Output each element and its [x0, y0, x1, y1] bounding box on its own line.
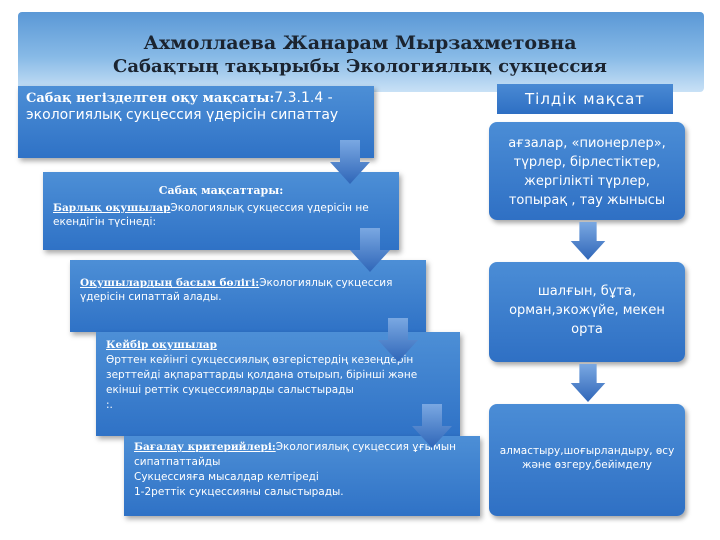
- all-students-text: Экологиялық сукцессия үдерісін не екенді…: [53, 202, 369, 228]
- all-students-line: Барлық оқушыларЭкологиялық сукцессия үде…: [53, 201, 389, 229]
- down-arrow-icon: [378, 318, 418, 362]
- assessment-criteria-box: Бағалау критерийлері:Экологиялық сукцесс…: [124, 436, 480, 516]
- down-arrow-icon: [570, 222, 606, 260]
- learning-objective-box: Сабақ негізделген оқу мақсаты:7.3.1.4 - …: [18, 86, 374, 158]
- lesson-objectives-heading: Сабақ мақсаттары:: [158, 184, 284, 197]
- title-banner: [18, 12, 704, 92]
- some-students-label: Кейбір оқушылар: [106, 339, 217, 351]
- most-students-line: Оқушылардың басым бөлігі:Экологиялық сук…: [80, 276, 416, 304]
- down-arrow-icon: [412, 404, 452, 448]
- author-name: Ахмоллаева Жанарам Мырзахметовна: [143, 32, 577, 54]
- down-arrow-icon: [570, 364, 606, 402]
- criteria-line-2: Сукцессияға мысалдар келтіреді: [134, 471, 319, 483]
- down-arrow-icon: [350, 228, 390, 272]
- learning-objective-heading: Сабақ негізделген оқу мақсаты:7.3.1.4 - …: [26, 90, 339, 123]
- most-students-text: Экологиялық сукцессия үдерісін сипаттай …: [80, 277, 393, 303]
- most-students-label: Оқушылардың басым бөлігі:: [80, 277, 260, 289]
- criteria-label: Бағалау критерийлері:: [134, 441, 276, 453]
- language-goal-header: Тілдік мақсат: [497, 84, 673, 114]
- all-students-label: Барлық оқушылар: [53, 202, 171, 214]
- learning-objective-text: 7.3.1.4 - экологиялық сукцессия үдерісін…: [26, 90, 339, 123]
- vocabulary-box-1: ағзалар, «пионерлер», түрлер, бірлестікт…: [489, 122, 685, 220]
- some-students-trail: :.: [106, 399, 113, 411]
- criteria-text-1: Экологиялық сукцессия ұғымын сипатпаттай…: [134, 441, 457, 468]
- lesson-objectives-box: Сабақ мақсаттары: Барлық оқушыларЭкологи…: [43, 172, 399, 250]
- down-arrow-icon: [330, 140, 370, 184]
- some-students-text: Өрттен кейінгі сукцессиялық өзгерістерді…: [106, 354, 418, 396]
- most-students-box: Оқушылардың басым бөлігі:Экологиялық сук…: [70, 260, 426, 332]
- lesson-topic: Сабақтың тақырыбы Экологиялық сукцессия: [113, 56, 607, 77]
- criteria-line-3: 1-2реттік сукцессияны салыстырады.: [134, 486, 344, 498]
- vocabulary-box-2: шалғын, бұта, орман,экожүйе, мекен орта: [489, 262, 685, 362]
- criteria-line-1: Бағалау критерийлері:Экологиялық сукцесс…: [134, 440, 470, 470]
- vocabulary-box-3: алмастыру,шоғырландыру, өсу және өзгеру,…: [489, 404, 685, 516]
